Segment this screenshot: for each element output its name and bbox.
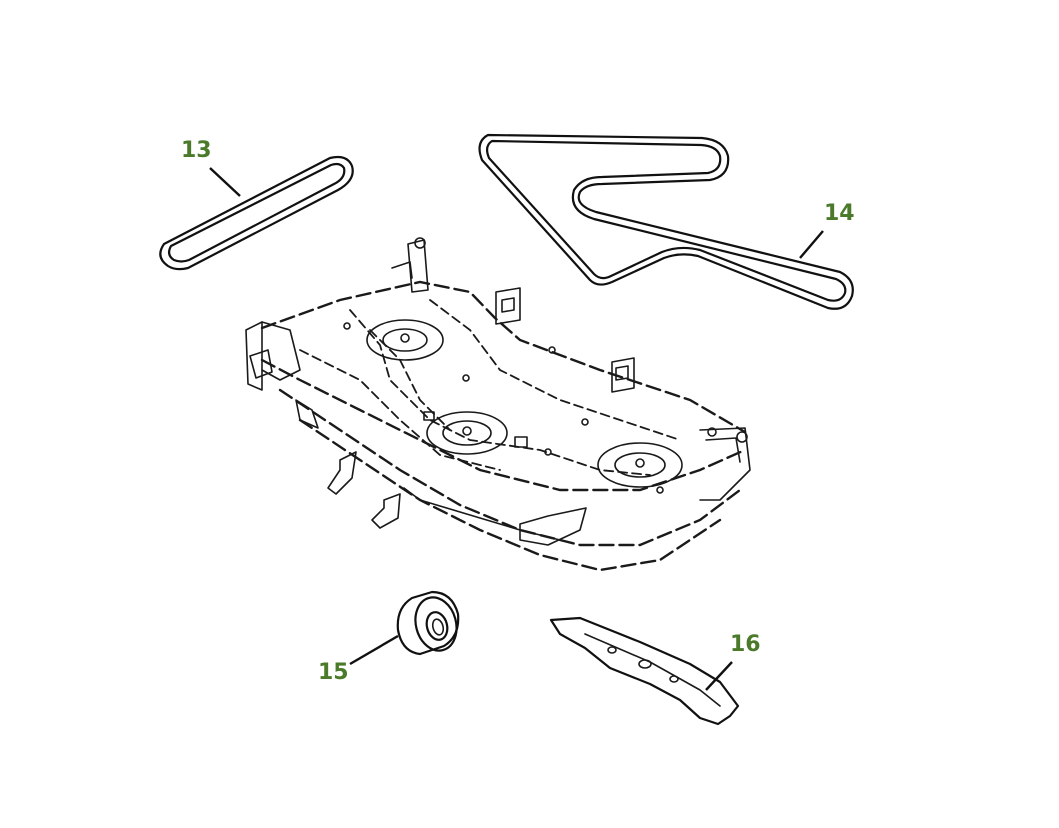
mower-deck [245, 237, 751, 572]
callout-14: 14 [824, 201, 855, 226]
leader-13 [209, 167, 241, 197]
leader-16 [705, 661, 733, 691]
leader-15 [349, 634, 399, 666]
small-belt [159, 155, 354, 271]
callout-16: 16 [730, 632, 761, 657]
leader-14 [799, 230, 824, 259]
large-belt [478, 133, 854, 310]
callout-15: 15 [318, 660, 349, 685]
gauge-wheel [396, 590, 460, 656]
callout-13: 13 [181, 138, 212, 163]
mower-blade [549, 616, 740, 726]
